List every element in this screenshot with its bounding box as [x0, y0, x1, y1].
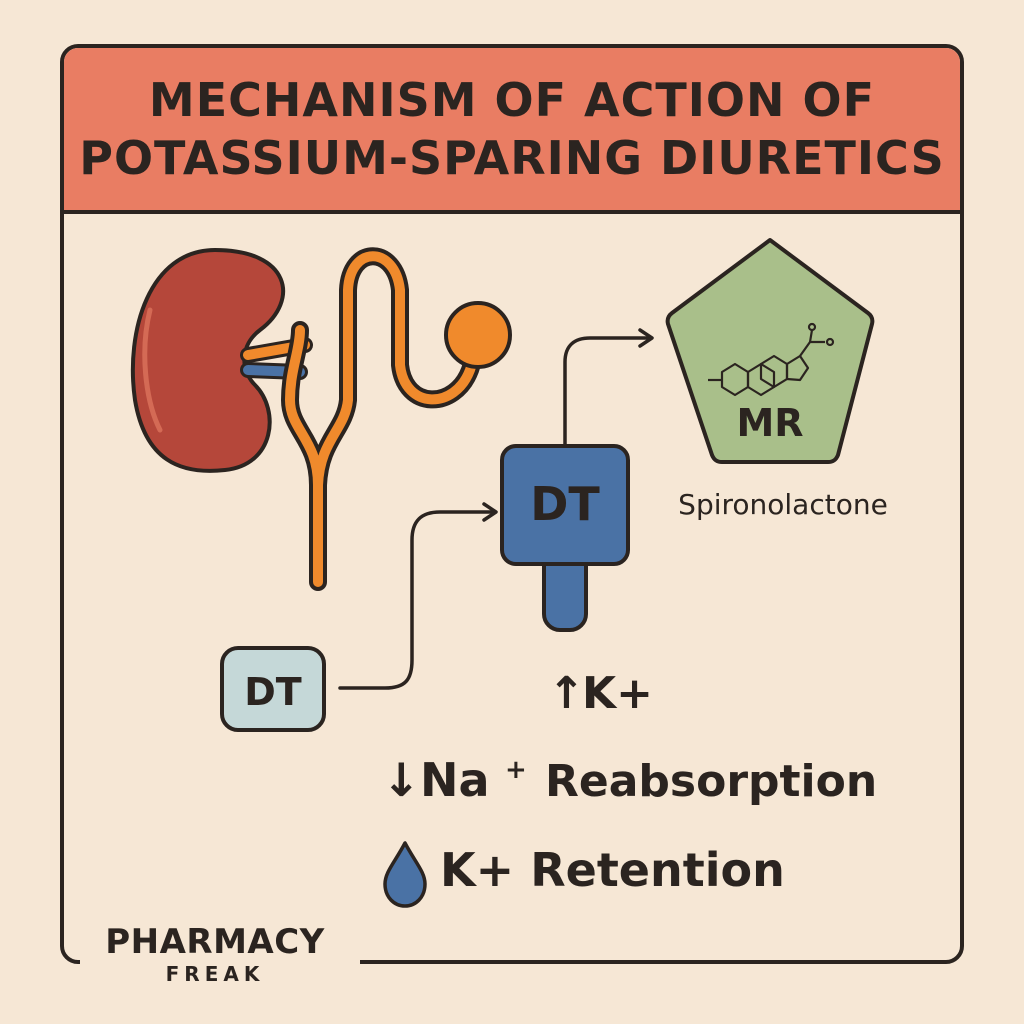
k-retention-label: K+ Retention	[440, 843, 785, 897]
na-reabsorption-label: Reabsorption	[545, 756, 877, 807]
water-drop-icon	[383, 841, 427, 908]
drug-name-label: Spironolactone	[678, 488, 888, 521]
brand-logo-name: PHARMACY	[105, 922, 325, 962]
drug-box-label: DT	[244, 670, 302, 714]
title-line-2: POTASSIUM-SPARING DIURETICS	[79, 131, 945, 185]
up-arrow-icon: ↑	[548, 668, 585, 719]
k-increase-label: K+	[582, 668, 653, 719]
receptor-label: MR	[736, 401, 803, 445]
channel-transporter: DT	[500, 444, 630, 632]
channel-to-receptor-arrowhead	[638, 328, 654, 348]
nephron-tubule-icon	[281, 247, 512, 591]
drug-to-channel-arrowhead	[482, 502, 498, 522]
connector-arrows	[338, 328, 654, 690]
na-label: Na	[420, 753, 490, 807]
channel-to-receptor-arrow	[563, 336, 652, 450]
diagram-frame: MECHANISM OF ACTION OF POTASSIUM-SPARING…	[60, 44, 964, 964]
drug-to-channel-arrow	[338, 510, 494, 690]
brand-logo-subtitle: FREAK	[165, 962, 265, 986]
title-line-1: MECHANISM OF ACTION OF	[148, 73, 876, 127]
na-superscript: +	[505, 755, 527, 785]
kidney-icon	[130, 247, 313, 473]
down-arrow-icon: ↓	[382, 753, 421, 807]
mineralocorticoid-receptor: MR	[665, 238, 875, 464]
glomerulus-icon	[444, 301, 512, 369]
drug-box: DT	[220, 646, 326, 732]
title-banner: MECHANISM OF ACTION OF POTASSIUM-SPARING…	[64, 48, 960, 214]
channel-label: DT	[530, 477, 600, 531]
steroid-molecule-icon	[708, 322, 835, 397]
brand-background	[80, 918, 360, 1008]
